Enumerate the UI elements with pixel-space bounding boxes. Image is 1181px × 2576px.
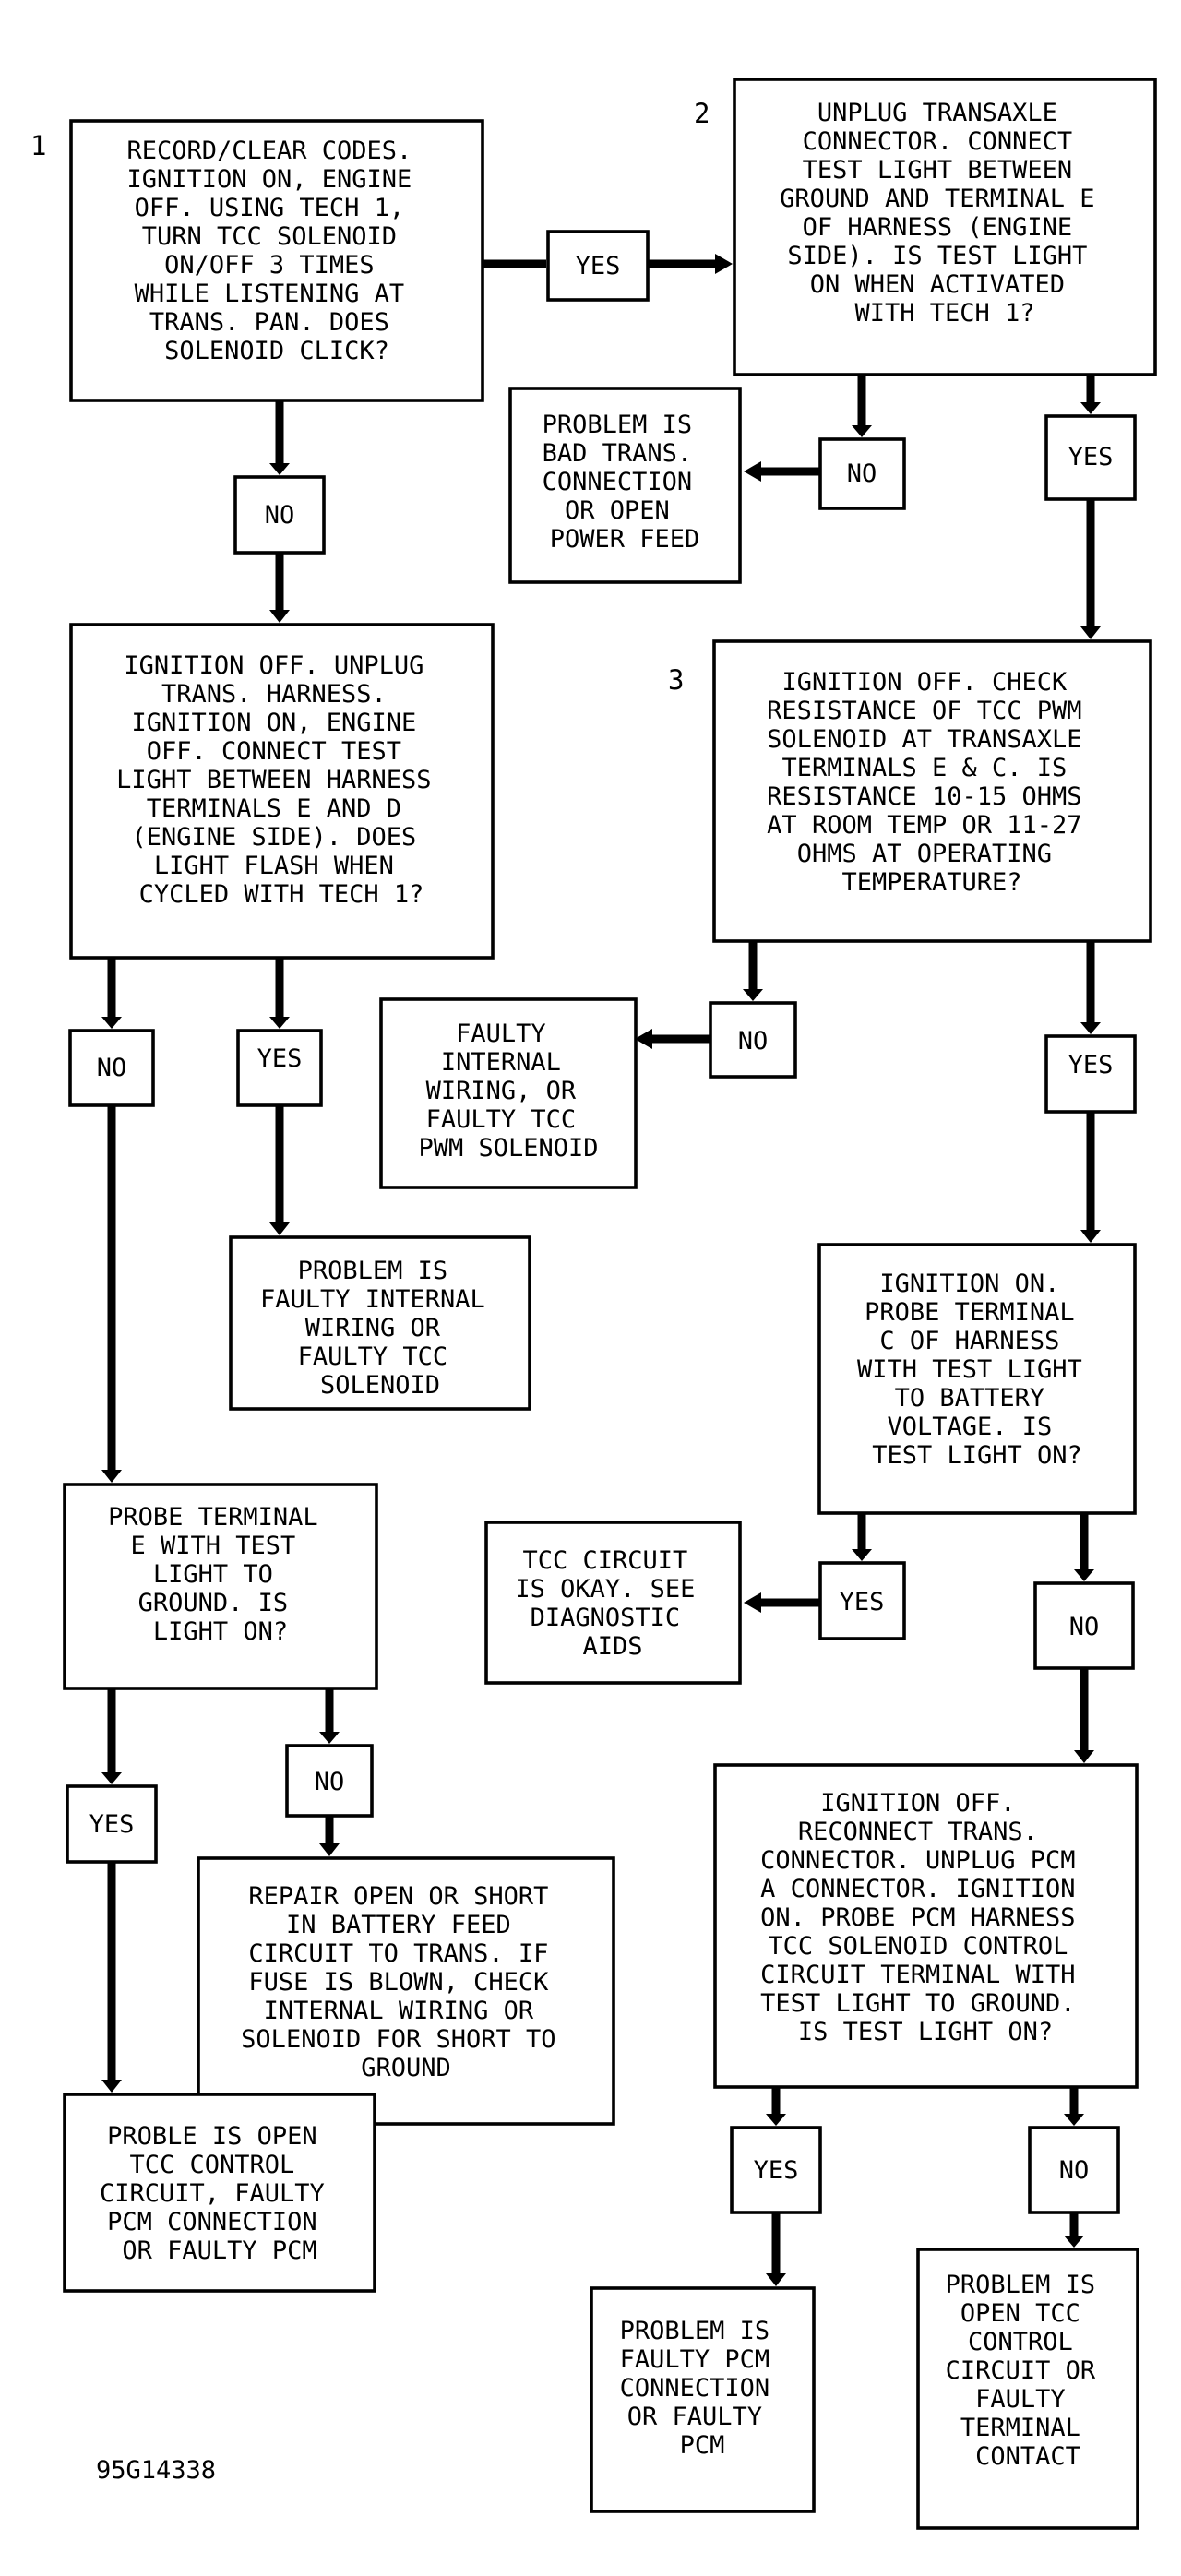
box-open-tcc-control-terminal-contact-text: PROBLEM IS OPEN TCC CONTROL CIRCUIT OR F…	[946, 2271, 1111, 2471]
arrowhead	[269, 463, 290, 475]
box-pcm-harness-test-text: IGNITION OFF. RECONNECT TRANS. CONNECTOR…	[760, 1789, 1091, 2046]
step-number-1: 1	[30, 130, 46, 161]
arrowhead	[1080, 1022, 1101, 1034]
arrowhead	[743, 989, 763, 1001]
box-tcc-circuit-okay-text: TCC CIRCUIT IS OKAY. SEE DIAGNOSTIC AIDS	[515, 1546, 710, 1661]
answer-step1-no: NO	[233, 475, 326, 555]
svg-text:YES: YES	[840, 1588, 885, 1616]
svg-text:NO: NO	[847, 459, 877, 488]
answer-step1-yes: YES	[546, 230, 650, 302]
svg-text:YES: YES	[576, 252, 621, 280]
svg-text:YES: YES	[89, 1810, 135, 1839]
answer-step2-yes: YES	[1044, 414, 1137, 501]
box-faulty-internal-wiring-solenoid: PROBLEM IS FAULTY INTERNAL WIRING OR FAU…	[229, 1235, 531, 1411]
svg-text:NO: NO	[738, 1027, 769, 1055]
answer-pcm-harness-no: NO	[1028, 2126, 1120, 2214]
svg-text:NO: NO	[1059, 2156, 1090, 2185]
box-tcc-circuit-okay: TCC CIRCUIT IS OKAY. SEE DIAGNOSTIC AIDS	[484, 1521, 742, 1685]
answer-terminal-e-yes: YES	[66, 1784, 158, 1864]
svg-text:YES: YES	[1068, 443, 1114, 471]
arrowhead	[1064, 2236, 1084, 2248]
box-probe-terminal-e: PROBE TERMINAL E WITH TEST LIGHT TO GROU…	[63, 1483, 378, 1690]
svg-text:YES: YES	[754, 2156, 799, 2185]
box-step-2: UNPLUG TRANSAXLE CONNECTOR. CONNECT TEST…	[733, 78, 1157, 376]
box-faulty-internal-wiring-solenoid-text: PROBLEM IS FAULTY INTERNAL WIRING OR FAU…	[260, 1257, 500, 1400]
box-bad-trans-connection-text: PROBLEM IS BAD TRANS. CONNECTION OR OPEN…	[543, 411, 708, 554]
connectors	[101, 254, 1101, 2286]
box-probe-terminal-c: IGNITION ON. PROBE TERMINAL C OF HARNESS…	[817, 1243, 1137, 1515]
svg-text:NO: NO	[265, 501, 295, 530]
box-harness-test-text: IGNITION OFF. UNPLUG TRANS. HARNESS. IGN…	[116, 651, 447, 909]
arrowhead	[101, 1470, 122, 1483]
box-bad-trans-connection: PROBLEM IS BAD TRANS. CONNECTION OR OPEN…	[508, 387, 742, 584]
box-step-1-text: RECORD/CLEAR CODES. IGNITION ON, ENGINE …	[126, 137, 426, 365]
answer-terminal-c-yes: YES	[818, 1561, 906, 1640]
arrowhead	[101, 1772, 122, 1784]
box-faulty-pcm-connection-text: PROBLEM IS FAULTY PCM CONNECTION OR FAUL…	[620, 2317, 785, 2460]
box-repair-open-or-short-text: REPAIR OPEN OR SHORT IN BATTERY FEED CIR…	[241, 1882, 571, 2082]
box-harness-test: IGNITION OFF. UNPLUG TRANS. HARNESS. IGN…	[69, 623, 495, 960]
arrowhead	[1064, 2114, 1084, 2126]
answer-harness-yes: YES	[236, 1029, 323, 1107]
box-step-3-text: IGNITION OFF. CHECK RESISTANCE OF TCC PW…	[767, 668, 1097, 897]
arrowhead	[319, 1843, 340, 1856]
arrowhead	[1074, 1750, 1094, 1763]
box-open-tcc-control-faulty-pcm: PROBLE IS OPEN TCC CONTROL CIRCUIT, FAUL…	[63, 2093, 376, 2293]
arrowhead	[269, 1222, 290, 1235]
answer-pcm-harness-yes: YES	[730, 2126, 822, 2214]
box-open-tcc-control-terminal-contact: PROBLEM IS OPEN TCC CONTROL CIRCUIT OR F…	[916, 2248, 1139, 2530]
arrowhead	[635, 1029, 652, 1049]
step-number-2: 2	[694, 98, 710, 129]
svg-text:NO: NO	[315, 1768, 345, 1796]
step-number-3: 3	[668, 664, 684, 696]
arrowhead	[744, 461, 761, 482]
arrowhead	[319, 1732, 340, 1744]
arrowhead	[1080, 402, 1101, 414]
arrowhead	[1080, 1230, 1101, 1243]
box-faulty-internal-wiring-pwm-text: FAULTY INTERNAL WIRING, OR FAULTY TCC PW…	[418, 1020, 598, 1163]
box-probe-terminal-e-text: PROBE TERMINAL E WITH TEST LIGHT TO GROU…	[108, 1503, 333, 1646]
arrowhead	[766, 2273, 786, 2286]
box-repair-open-or-short: REPAIR OPEN OR SHORT IN BATTERY FEED CIR…	[197, 1856, 615, 2126]
answer-harness-no: NO	[68, 1029, 155, 1107]
arrowhead	[744, 1592, 761, 1613]
svg-text:NO: NO	[97, 1054, 127, 1082]
answer-step3-yes: YES	[1044, 1034, 1137, 1114]
box-probe-terminal-c-text: IGNITION ON. PROBE TERMINAL C OF HARNESS…	[857, 1270, 1097, 1470]
arrowhead	[1074, 1569, 1094, 1581]
box-pcm-harness-test: IGNITION OFF. RECONNECT TRANS. CONNECTOR…	[713, 1763, 1139, 2089]
arrowhead	[852, 425, 872, 437]
arrowhead	[715, 254, 733, 274]
arrowhead	[766, 2114, 786, 2126]
arrowhead	[269, 1017, 290, 1029]
arrowhead	[269, 610, 290, 623]
arrowhead	[1080, 626, 1101, 639]
arrowhead	[101, 2080, 122, 2093]
answer-step3-no: NO	[709, 1001, 797, 1079]
box-faulty-internal-wiring-pwm: FAULTY INTERNAL WIRING, OR FAULTY TCC PW…	[379, 997, 638, 1189]
box-step-2-text: UNPLUG TRANSAXLE CONNECTOR. CONNECT TEST…	[780, 99, 1110, 328]
figure-id: 95G14338	[96, 2456, 216, 2485]
answer-step2-no: NO	[818, 437, 906, 510]
arrowhead	[852, 1549, 872, 1561]
answer-terminal-c-no: NO	[1033, 1581, 1135, 1670]
box-step-3: IGNITION OFF. CHECK RESISTANCE OF TCC PW…	[712, 639, 1152, 943]
answer-terminal-e-no: NO	[285, 1744, 374, 1818]
box-faulty-pcm-connection: PROBLEM IS FAULTY PCM CONNECTION OR FAUL…	[590, 2286, 816, 2513]
box-open-tcc-control-faulty-pcm-text: PROBLE IS OPEN TCC CONTROL CIRCUIT, FAUL…	[100, 2122, 340, 2265]
svg-text:YES: YES	[1068, 1051, 1114, 1079]
svg-text:NO: NO	[1069, 1613, 1100, 1641]
arrowhead	[101, 1017, 122, 1029]
box-step-1: RECORD/CLEAR CODES. IGNITION ON, ENGINE …	[69, 119, 484, 402]
svg-text:YES: YES	[257, 1044, 303, 1073]
